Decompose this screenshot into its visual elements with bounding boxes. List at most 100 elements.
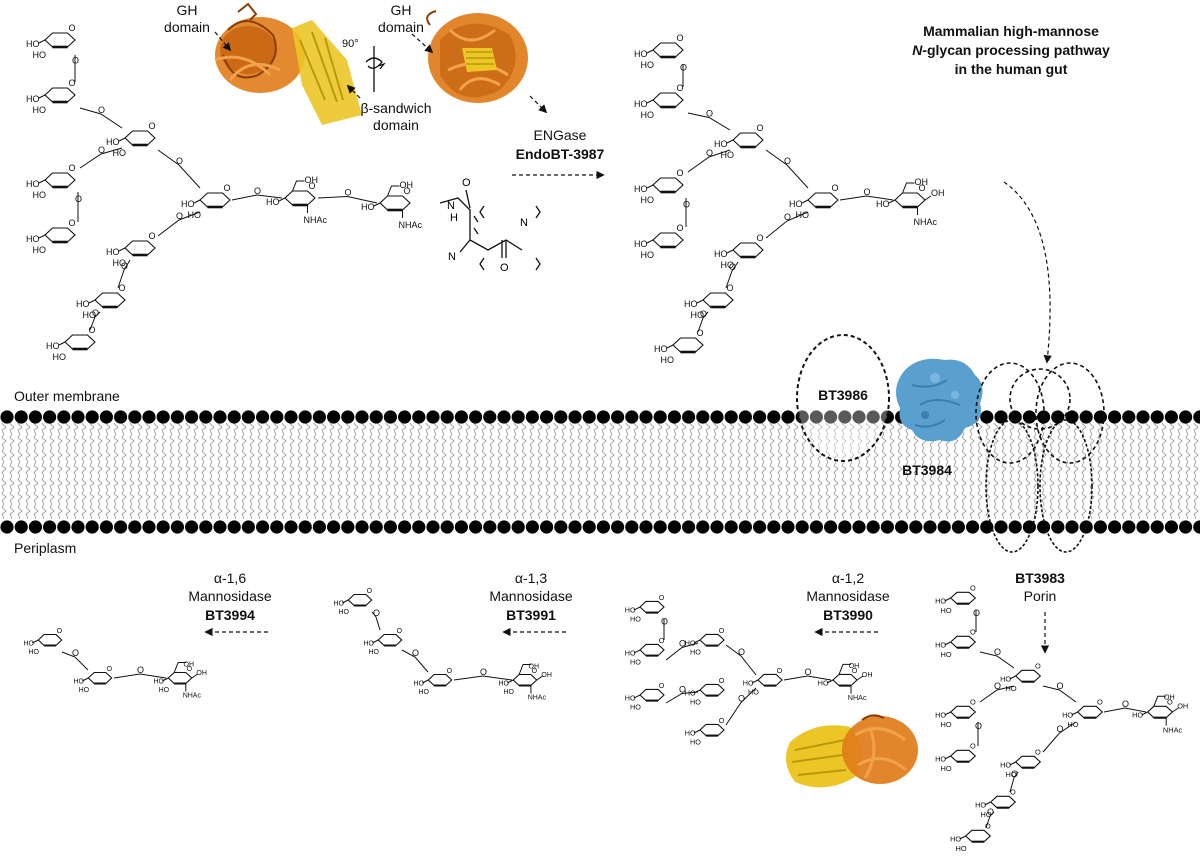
lipid-head xyxy=(696,520,710,534)
lipid-head xyxy=(625,520,639,534)
lipid-head xyxy=(28,520,42,534)
glycosidic-oxygen: O xyxy=(864,187,871,197)
sugar-ring xyxy=(1014,669,1042,683)
lipid-head xyxy=(909,520,923,534)
lipid-head xyxy=(369,410,383,424)
hydroxyl-label: HO xyxy=(641,195,655,205)
ring-oxygen: O xyxy=(719,676,725,685)
hydroxyl-label: HO xyxy=(625,606,636,615)
lipid-head xyxy=(383,410,397,424)
ring-oxygen: O xyxy=(757,233,764,243)
glycosidic-oxygen: O xyxy=(98,145,105,155)
lipid-head xyxy=(284,520,298,534)
sugar-ring xyxy=(639,688,665,702)
lipid-head xyxy=(156,410,170,424)
sugar-ring xyxy=(347,593,373,607)
ring-oxygen: O xyxy=(447,668,453,675)
lipid-head xyxy=(994,410,1008,424)
lipid-head xyxy=(0,410,14,424)
glycosidic-oxygen: O xyxy=(679,685,686,695)
hydroxyl-label: OH xyxy=(184,661,195,668)
lipid-head xyxy=(1164,410,1178,424)
sugar-ring xyxy=(807,192,839,208)
hydroxyl-label: HO xyxy=(154,679,165,686)
title-line-3: in the human gut xyxy=(954,61,1068,77)
glycosidic-oxygen: O xyxy=(176,156,183,166)
hydroxyl-label: HO xyxy=(935,597,946,606)
hydroxyl-label: HO xyxy=(74,679,85,686)
hydroxyl-label: HO xyxy=(641,60,655,70)
ring-oxygen: O xyxy=(69,218,76,228)
ring-oxygen: O xyxy=(1035,748,1041,757)
sugar-ring xyxy=(989,795,1017,809)
gh-domain-right-label: GH domain xyxy=(378,2,424,36)
lipid-head xyxy=(298,520,312,534)
glycosidic-oxygen: O xyxy=(72,648,79,658)
hydroxyl-label: HO xyxy=(361,202,375,212)
lipid-head xyxy=(738,410,753,424)
lipid-head xyxy=(85,410,99,424)
lipid-head xyxy=(582,410,596,424)
ring-oxygen: O xyxy=(69,23,76,33)
hydroxyl-label: HO xyxy=(818,679,829,688)
lipid-head xyxy=(327,410,341,424)
hydroxyl-label: HO xyxy=(690,737,701,746)
sugar-ring xyxy=(44,172,76,188)
lipid-head xyxy=(511,520,525,534)
glycosidic-oxygen: O xyxy=(176,211,183,221)
hydroxyl-label: HO xyxy=(106,247,120,257)
title-line-2-rest: -glycan processing pathway xyxy=(922,42,1110,58)
sugar-ring xyxy=(124,130,156,146)
sugar-ring xyxy=(652,232,684,248)
lipid-head xyxy=(682,520,696,534)
ring-oxygen: O xyxy=(1035,662,1041,671)
hydroxyl-label: HO xyxy=(721,150,735,160)
hydroxyl-label: HO xyxy=(499,681,510,688)
nhac-label: NHAc xyxy=(914,217,938,227)
lipid-head xyxy=(454,520,468,534)
lipid-head xyxy=(1122,520,1136,534)
glycosidic-oxygen: O xyxy=(706,148,713,158)
ring-oxygen: O xyxy=(970,584,976,593)
glycosidic-oxygen: O xyxy=(784,212,791,222)
hydroxyl-label: HO xyxy=(113,258,127,268)
beta-sandwich-line1: β-sandwich xyxy=(360,100,432,116)
hydroxyl-label: OH xyxy=(1177,702,1188,711)
lipid-head xyxy=(355,520,369,534)
enzyme-a13-class: Mannosidase xyxy=(489,588,573,604)
sugar-ring xyxy=(44,227,76,243)
hydroxyl-label: HO xyxy=(339,609,350,616)
sugar-ring xyxy=(894,192,926,208)
glycosidic-oxygen: O xyxy=(1057,724,1064,734)
ring-oxygen: O xyxy=(677,168,684,178)
lipid-head xyxy=(1051,520,1065,534)
lipid-head xyxy=(667,410,682,424)
hydroxyl-label: HO xyxy=(625,694,636,703)
lipid-head xyxy=(525,410,540,424)
lipid-head xyxy=(1193,410,1200,424)
lipid-head xyxy=(227,520,241,534)
hydroxyl-label: HO xyxy=(941,606,952,615)
ring-oxygen: O xyxy=(309,181,316,191)
lipid-head xyxy=(682,410,696,424)
hydroxyl-label: HO xyxy=(1006,770,1017,779)
lipid-head xyxy=(554,410,568,424)
ring-oxygen: O xyxy=(404,186,411,196)
hydroxyl-label: HO xyxy=(33,50,47,60)
gh-right-line1: GH xyxy=(390,2,412,18)
nhac-label: NHAc xyxy=(399,220,423,230)
sugar-ring xyxy=(702,292,734,308)
lipid-head xyxy=(838,520,852,534)
beta-sandwich-line2: domain xyxy=(373,117,419,133)
hydroxyl-label: HO xyxy=(414,681,425,688)
hydroxyl-label: HO xyxy=(26,94,40,104)
hydroxyl-label: HO xyxy=(661,355,675,365)
lipid-head xyxy=(1022,520,1036,534)
hydroxyl-label: HO xyxy=(950,835,961,844)
hydroxyl-label: OH xyxy=(931,188,945,198)
lipid-head xyxy=(1008,410,1022,424)
lipid-head xyxy=(0,520,14,534)
